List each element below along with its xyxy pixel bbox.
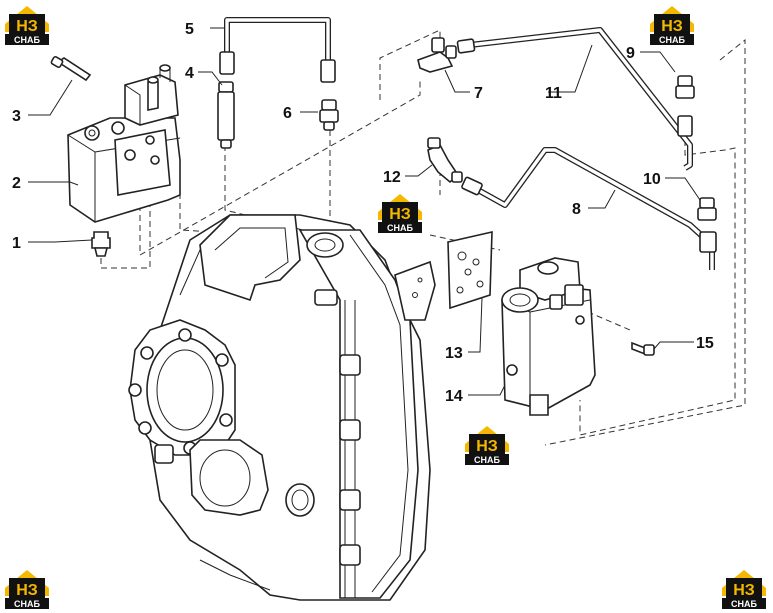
svg-text:НЗ: НЗ <box>389 206 411 223</box>
svg-text:НЗ: НЗ <box>16 18 38 35</box>
svg-text:СНАБ: СНАБ <box>659 35 685 45</box>
callout-7: 7 <box>474 85 483 102</box>
fitting-part-6 <box>319 99 339 131</box>
pipe-part-8 <box>461 147 717 270</box>
svg-text:СНАБ: СНАБ <box>14 35 40 45</box>
valve-block-left <box>67 64 181 223</box>
fitting-part-1 <box>91 231 111 257</box>
callout-labels: 3 2 1 5 4 6 7 8 9 10 11 12 13 14 15 <box>12 21 714 405</box>
pipe-part-5 <box>219 17 336 83</box>
callout-5: 5 <box>185 21 194 38</box>
fitting-part-9 <box>675 75 695 99</box>
svg-text:НЗ: НЗ <box>661 18 683 35</box>
callout-2: 2 <box>12 175 21 192</box>
gasket-part-13 <box>447 230 493 310</box>
pipe-part-11 <box>456 27 693 171</box>
callout-6: 6 <box>283 105 292 122</box>
callout-11: 11 <box>545 85 562 102</box>
svg-text:СНАБ: СНАБ <box>474 455 500 465</box>
fitting-part-10 <box>697 197 717 221</box>
transmission-housing <box>128 214 436 601</box>
tee-fitting-part-7 <box>417 37 457 73</box>
watermark-logo: НЗ СНАБ <box>650 6 694 45</box>
watermark-logos: НЗ СНАБ НЗ СНАБ НЗ СНАБ НЗ СНАБ <box>5 6 766 609</box>
svg-text:СНАБ: СНАБ <box>731 599 757 609</box>
callout-8: 8 <box>572 201 581 218</box>
callout-12: 12 <box>383 169 401 186</box>
watermark-logo: НЗ СНАБ <box>5 570 49 609</box>
leader-lines <box>28 27 701 396</box>
callout-15: 15 <box>696 335 714 352</box>
callout-13: 13 <box>445 345 463 362</box>
valve-block-right <box>501 257 596 416</box>
svg-text:НЗ: НЗ <box>476 438 498 455</box>
svg-text:СНАБ: СНАБ <box>14 599 40 609</box>
adapter-part-4 <box>217 81 235 149</box>
callout-4: 4 <box>185 65 194 82</box>
svg-text:НЗ: НЗ <box>16 582 38 599</box>
bolt-part-3 <box>50 55 92 82</box>
watermark-logo: НЗ СНАБ <box>378 194 422 233</box>
watermark-logo: НЗ СНАБ <box>722 570 766 609</box>
callout-10: 10 <box>643 171 661 188</box>
watermark-logo: НЗ СНАБ <box>5 6 49 45</box>
watermark-logo: НЗ СНАБ <box>465 426 509 465</box>
callout-9: 9 <box>626 45 635 62</box>
svg-text:НЗ: НЗ <box>733 582 755 599</box>
svg-text:СНАБ: СНАБ <box>387 223 413 233</box>
bolt-part-15 <box>631 341 655 356</box>
elbow-fitting-part-12 <box>427 137 463 184</box>
callout-3: 3 <box>12 108 21 125</box>
callout-1: 1 <box>12 235 21 252</box>
callout-14: 14 <box>445 388 463 405</box>
